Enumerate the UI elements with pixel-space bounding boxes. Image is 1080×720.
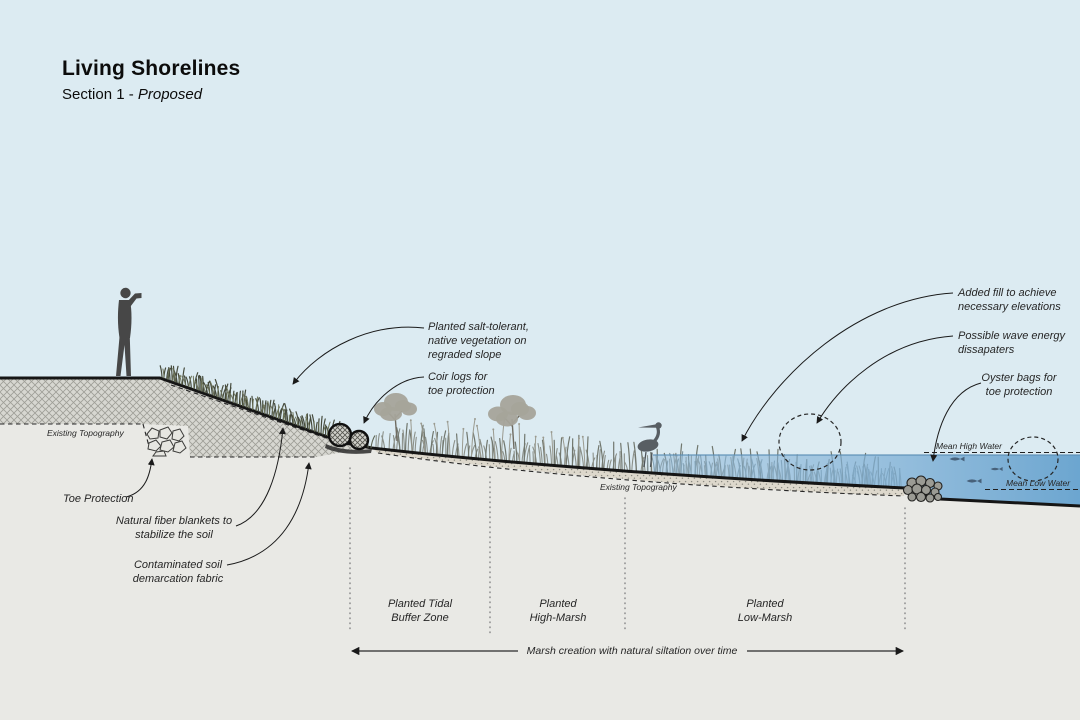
label-existing-topography-center: Existing Topography xyxy=(600,482,677,492)
annotation-line: Contaminated soil xyxy=(134,559,223,571)
leader-contaminated-soil xyxy=(226,462,312,566)
zone-label-line: Planted xyxy=(539,598,577,610)
leader-added-fill xyxy=(741,292,954,442)
log-shadow xyxy=(325,444,372,454)
water-body xyxy=(653,455,1080,507)
person-figure xyxy=(116,287,142,376)
wave-dissipater-circle xyxy=(778,413,842,471)
label-existing-topography-left: Existing Topography xyxy=(47,428,124,438)
annotation-line: Added fill to achieve xyxy=(957,287,1056,299)
annotation-coir-logs: Coir logs for toe protection xyxy=(428,371,495,397)
subtitle-prefix: Section 1 - xyxy=(62,86,138,103)
coir-log-icon xyxy=(327,422,353,448)
label-mean-high-water: Mean High Water xyxy=(936,441,1003,451)
leader-planted-vegetation xyxy=(292,326,425,385)
tree-icon xyxy=(488,395,536,450)
annotation-line: Possible wave energy xyxy=(958,330,1067,342)
zone-label-line: Planted Tidal xyxy=(388,598,453,610)
zone-label-line: High-Marsh xyxy=(530,612,587,624)
annotation-line: Oyster bags for xyxy=(981,372,1058,384)
fish-icon xyxy=(949,456,1003,484)
left-dashed-lines xyxy=(0,384,339,458)
page-title: Living Shorelines xyxy=(62,57,241,80)
zone-label-line: Buffer Zone xyxy=(391,612,448,624)
leader-toe-protection xyxy=(125,458,155,498)
annotation-line: regraded slope xyxy=(428,349,501,361)
leader-wave-energy xyxy=(816,335,954,424)
zone-label-high-marsh: Planted High-Marsh xyxy=(530,598,587,624)
zone-label-low-marsh: Planted Low-Marsh xyxy=(738,598,792,624)
annotation-line: stabilize the soil xyxy=(135,529,213,541)
annotation-oyster-bags: Oyster bags for toe protection xyxy=(981,372,1058,398)
annotation-contaminated-soil: Contaminated soil demarcation fabric xyxy=(133,559,224,585)
annotation-planted-vegetation: Planted salt-tolerant, native vegetation… xyxy=(428,321,529,361)
crosshatch-fill-area xyxy=(0,378,365,457)
coir-log-icon xyxy=(348,429,370,451)
annotation-natural-fiber: Natural fiber blankets to stabilize the … xyxy=(116,515,232,541)
zone-dividers xyxy=(349,467,906,634)
leader-oyster-bags xyxy=(930,382,982,462)
annotation-line: dissapaters xyxy=(958,344,1015,356)
heron-icon xyxy=(637,422,662,468)
zone-label-tidal-buffer: Planted Tidal Buffer Zone xyxy=(388,598,453,624)
annotation-added-fill: Added fill to achieve necessary elevatio… xyxy=(957,287,1061,313)
toe-protection-rocks xyxy=(146,426,187,457)
annotation-line: necessary elevations xyxy=(958,301,1061,313)
leader-lines xyxy=(125,292,982,566)
zone-label-line: Low-Marsh xyxy=(738,612,792,624)
zone-label-line: Planted xyxy=(746,598,784,610)
label-mean-low-water: Mean Low Water xyxy=(1006,478,1071,488)
wave-dissipater-circle xyxy=(1007,436,1059,482)
annotation-wave-energy: Possible wave energy dissapaters xyxy=(958,330,1067,356)
annotation-line: toe protection xyxy=(986,386,1053,398)
annotation-line: Natural fiber blankets to xyxy=(116,515,232,527)
subtitle-italic: Proposed xyxy=(137,86,203,103)
annotation-line: native vegetation on xyxy=(428,335,526,347)
title-block: Living Shorelines Section 1 - Proposed xyxy=(62,57,240,103)
existing-topography-dashed-center xyxy=(377,452,905,497)
annotation-toe-protection: Toe Protection xyxy=(63,493,134,505)
ground-mass xyxy=(0,378,1080,720)
annotation-line: demarcation fabric xyxy=(133,573,224,585)
tree-icon xyxy=(374,393,417,442)
leader-coir-logs xyxy=(363,376,425,424)
page-subtitle: Section 1 - Proposed xyxy=(62,86,240,103)
timeline-arrow-label: Marsh creation with natural siltation ov… xyxy=(527,645,738,657)
oyster-bag-icon xyxy=(902,475,943,503)
coir-logs xyxy=(325,422,372,454)
leader-natural-fiber xyxy=(235,427,286,527)
annotation-line: Planted salt-tolerant, xyxy=(428,321,529,333)
annotation-line: toe protection xyxy=(428,385,495,397)
annotation-line: Coir logs for xyxy=(428,371,489,383)
trees xyxy=(374,393,536,450)
